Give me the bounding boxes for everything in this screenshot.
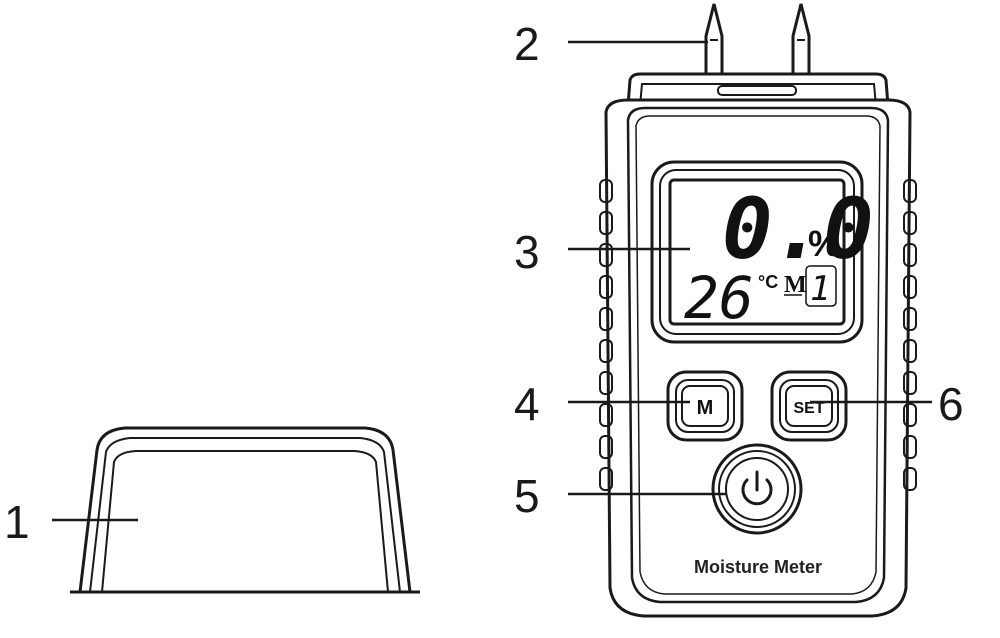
mode-number-box	[805, 265, 837, 307]
protective-cap	[70, 426, 420, 594]
probe-pins	[704, 3, 811, 78]
set-button-label: SET	[793, 400, 824, 417]
set-button[interactable]: SET	[770, 370, 848, 442]
temperature-unit: °C	[758, 272, 778, 292]
callout-5: 5	[514, 470, 540, 522]
mode-button[interactable]: M	[666, 370, 744, 442]
lcd-display: 0.0 % 26 °C M 1	[650, 160, 874, 344]
device-name: Moisture Meter	[694, 557, 822, 577]
right-grip-ridges	[903, 179, 917, 491]
moisture-unit: %	[808, 223, 840, 264]
temperature-reading: 26	[684, 264, 754, 332]
callout-2: 2	[514, 18, 540, 70]
callout-lines	[52, 40, 932, 522]
mode-button-label: M	[697, 397, 714, 419]
left-grip-ridges	[599, 179, 613, 491]
power-icon	[741, 470, 773, 506]
callout-3: 3	[514, 226, 540, 278]
callout-6: 6	[938, 378, 964, 430]
moisture-reading: 0.0	[722, 180, 874, 278]
callout-4: 4	[514, 378, 540, 430]
mode-symbol: M	[784, 272, 807, 298]
callout-1: 1	[4, 496, 30, 548]
mode-number: 1	[810, 269, 830, 309]
power-button[interactable]	[711, 443, 803, 535]
